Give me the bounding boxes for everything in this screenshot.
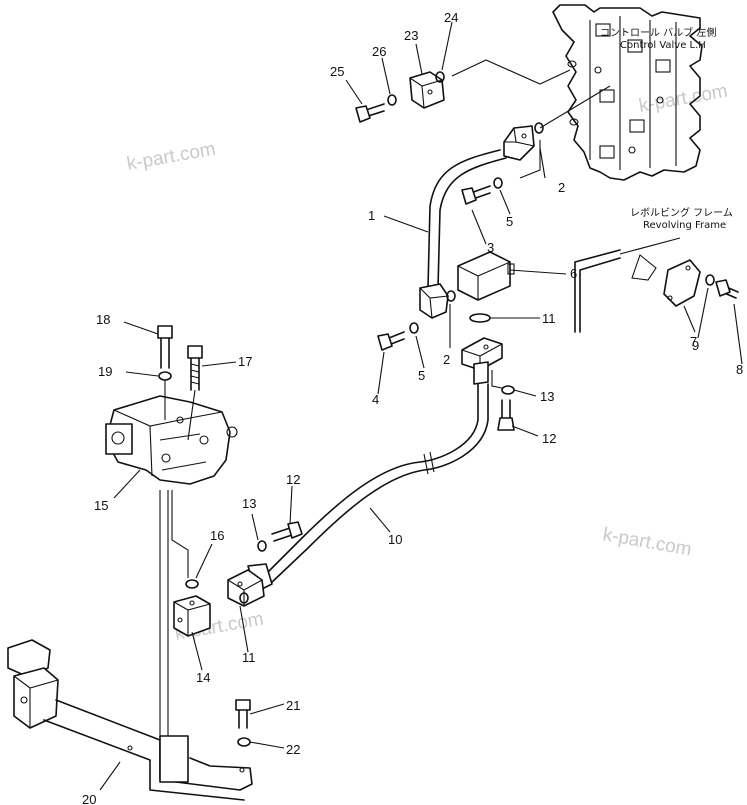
washer-22 <box>237 737 251 747</box>
bolt-25 <box>355 103 385 123</box>
callout-22: 22 <box>286 742 300 757</box>
o-ring-24 <box>435 71 445 83</box>
control-valve-drawing: コントロール バルブ 左側 Control Valve L.H <box>552 4 716 181</box>
washer-9 <box>705 274 715 286</box>
callout-13: 13 <box>540 389 554 404</box>
callout-2: 2 <box>443 352 450 367</box>
callout-7: 7 <box>690 334 697 349</box>
callout-4: 4 <box>372 392 379 407</box>
bolt-21 <box>235 699 251 729</box>
washer-5-upper <box>493 177 503 189</box>
leader-lines <box>99 21 743 791</box>
callout-25: 25 <box>330 64 344 79</box>
part-20-bracket <box>7 490 253 801</box>
watermark: k-part.com <box>601 524 693 560</box>
bolt-8 <box>715 279 739 299</box>
watermark: k-part.com <box>637 81 729 117</box>
part-7-cover-plate <box>663 259 701 307</box>
o-ring-16 <box>185 579 199 589</box>
callout-21: 21 <box>286 698 300 713</box>
callout-26: 26 <box>372 44 386 59</box>
bolt-4 <box>377 331 405 351</box>
bolt-12-middle <box>271 521 303 542</box>
washer-13-middle <box>257 540 267 552</box>
callout-23: 23 <box>404 28 418 43</box>
callout-18: 18 <box>96 312 110 327</box>
callout-20: 20 <box>82 792 96 805</box>
callout-5: 5 <box>506 214 513 229</box>
o-ring-2-upper <box>534 122 544 134</box>
part-1-tube <box>419 125 535 319</box>
control-valve-label-jp: コントロール バルブ 左側 <box>600 26 716 39</box>
callout-3: 3 <box>487 240 494 255</box>
callout-5: 5 <box>418 368 425 383</box>
revolving-frame-drawing: レボルビング フレーム Revolving Frame <box>574 206 733 333</box>
washer-26 <box>387 94 397 106</box>
callout-12: 12 <box>542 431 556 446</box>
callout-9: 9 <box>692 338 699 353</box>
bolt-3 <box>461 185 491 205</box>
callout-15: 15 <box>94 498 108 513</box>
o-ring-11-lower <box>239 592 249 604</box>
callout-24: 24 <box>444 10 458 25</box>
callout-14: 14 <box>196 670 210 685</box>
part-23-flange-block <box>409 71 445 109</box>
callout-8: 8 <box>736 362 743 377</box>
revolving-frame-label-jp: レボルビング フレーム <box>630 206 733 219</box>
callout-16: 16 <box>210 528 224 543</box>
bolt-18 <box>157 325 173 369</box>
callout-19: 19 <box>98 364 112 379</box>
callout-12: 12 <box>286 472 300 487</box>
revolving-frame-label-en: Revolving Frame <box>643 220 726 231</box>
callout-11: 11 <box>542 311 556 326</box>
callout-11: 11 <box>242 650 256 665</box>
callout-17: 17 <box>238 354 252 369</box>
watermark: k-part.com <box>125 139 217 175</box>
bolt-17 <box>187 345 203 441</box>
part-15-valve-assembly <box>105 395 238 485</box>
washer-5-lower <box>409 322 419 334</box>
callout-10: 10 <box>388 532 402 547</box>
part-6-valve-block <box>457 251 515 301</box>
watermarks: k-part.com k-part.com k-part.com k-part.… <box>125 81 729 645</box>
part-10-tube-assembly <box>227 337 503 607</box>
callout-13: 13 <box>242 496 256 511</box>
callout-2: 2 <box>558 180 565 195</box>
washer-13-right <box>501 385 515 395</box>
callout-6: 6 <box>570 266 577 281</box>
washer-19 <box>158 371 172 381</box>
bolt-12-right <box>497 399 515 431</box>
control-valve-label-en: Control Valve L.H <box>620 40 706 51</box>
part-14-block <box>173 595 211 637</box>
callout-1: 1 <box>368 208 375 223</box>
callout-numbers: 1 2 2 3 4 5 5 6 7 8 9 10 11 11 12 12 13 … <box>82 10 743 805</box>
o-ring-2-lower <box>446 290 456 302</box>
